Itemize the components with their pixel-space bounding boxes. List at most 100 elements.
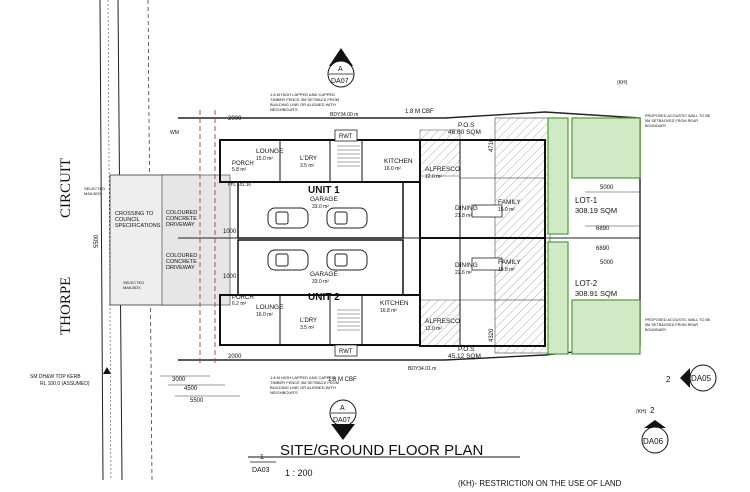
pos1-label: P.O.S bbox=[458, 122, 475, 129]
lot2-area: 308.91 SQM bbox=[575, 289, 617, 298]
landscaping bbox=[547, 117, 641, 355]
wm-label: WM bbox=[170, 130, 179, 136]
crossing-label: CROSSING TO COUNCIL SPECIFICATIONS bbox=[115, 211, 161, 229]
dim-5000-a: 5000 bbox=[600, 185, 614, 191]
lounge2-area: 16.0 m² bbox=[256, 312, 273, 318]
fence-note-top: 1.8 M HIGH LAPPED AND CAPPED TIMBER FENC… bbox=[270, 92, 340, 112]
dim-1000-b: 1000 bbox=[223, 274, 237, 280]
ffl1-label: FFL 101.16 bbox=[228, 182, 251, 187]
dining1-area: 21.8 m² bbox=[455, 213, 472, 219]
ldry2-label: L'DRY bbox=[300, 318, 317, 324]
drawing-scale: 1 : 200 bbox=[285, 468, 313, 478]
car-icons bbox=[267, 207, 368, 271]
family2-label: FAMILY bbox=[498, 259, 521, 266]
garage1-area: 33.0 m² bbox=[312, 204, 329, 210]
drawing-ref-sheet: DA03 bbox=[252, 467, 270, 474]
porch2-area: 6.2 m² bbox=[232, 301, 247, 307]
lot1-area: 308.19 SQM bbox=[575, 206, 617, 215]
drawing-title: SITE/GROUND FLOOR PLAN bbox=[280, 442, 483, 459]
dining-tables bbox=[471, 204, 503, 271]
dim-6890-a: 6890 bbox=[596, 226, 610, 232]
section-marker-da05: 2 DA05 bbox=[666, 364, 717, 392]
acoustic-note-bottom: PROPOSED ACOUSTIC WALL TO BE 5M SETBACKE… bbox=[645, 318, 711, 332]
pos1-area: 46.60 SQM bbox=[448, 129, 481, 136]
dim-5500-bottom: 5500 bbox=[190, 398, 204, 404]
family2-area: 15.8 m² bbox=[498, 267, 515, 273]
bdy-bottom-label: BDY34.01 m bbox=[408, 366, 436, 372]
pos2-label: P.O.S bbox=[458, 346, 475, 353]
dim-4320: 4320 bbox=[489, 328, 495, 342]
dim-4710: 4710 bbox=[489, 138, 495, 152]
porch2-label: PORCH bbox=[232, 295, 254, 301]
unit2-labels: PORCH 6.2 m² LOUNGE 16.0 m² L'DRY 3.5 m²… bbox=[232, 259, 521, 332]
unit2-name: UNIT 2 bbox=[308, 292, 340, 303]
rwt-boxes: RWT RWT bbox=[334, 129, 358, 357]
dim-1000-a: 1000 bbox=[223, 229, 237, 235]
dim-2000-top: 2000 bbox=[228, 116, 242, 122]
ldry1-label: L'DRY bbox=[300, 156, 317, 162]
section-marker-da06: 2 DA06 (KH) bbox=[636, 406, 669, 454]
kh-tag-bottom: (KH) bbox=[636, 409, 647, 415]
acoustic-note-top: PROPOSED ACOUSTIC WALL TO BE 5M SETBACKE… bbox=[645, 114, 711, 128]
lounge1-area: 15.0 m² bbox=[256, 156, 273, 162]
alfresco1-label: ALFRESCO bbox=[425, 166, 460, 173]
lounge1-label: LOUNGE bbox=[256, 148, 284, 155]
da06-num: 2 bbox=[650, 406, 655, 415]
alfresco2-area: 12.0 m² bbox=[425, 326, 442, 332]
garage2-area: 33.0 m² bbox=[312, 279, 329, 285]
kh-note: (KH)- RESTRICTION ON THE USE OF LAND bbox=[458, 479, 622, 488]
unit1-labels: PORCH 5.8 m² LOUNGE 15.0 m² L'DRY 3.5 m²… bbox=[228, 148, 521, 219]
garage1-label: GARAGE bbox=[310, 196, 338, 203]
kerb-note: SM DH&W TOP KERB RL 100.0 (ASSUMED) bbox=[30, 374, 90, 387]
da05-sheet: DA05 bbox=[691, 374, 712, 383]
cbf-bottom-label: 1.8 M CBF bbox=[328, 377, 357, 383]
kerb-marker-icon bbox=[103, 367, 111, 374]
dim-6890-b: 6890 bbox=[596, 246, 610, 252]
dimension-lines bbox=[160, 191, 640, 397]
lot2-label: LOT-2 bbox=[575, 279, 598, 288]
kitchen1-area: 16.0 m² bbox=[384, 166, 401, 172]
kh-tag-top: (KH) bbox=[617, 80, 628, 86]
section-a-bottom-sheet: DA07 bbox=[333, 417, 351, 424]
lot-boundary bbox=[178, 111, 641, 361]
dimensions: 5000 6890 5000 6890 2000 2000 1000 1000 … bbox=[94, 116, 614, 404]
section-marker-a-bottom: A DA07 bbox=[329, 399, 357, 440]
family1-area: 15.0 m² bbox=[498, 207, 515, 213]
section-a-top-letter: A bbox=[338, 66, 343, 73]
street-name-circuit: CIRCUIT bbox=[58, 158, 74, 218]
unit1-name: UNIT 1 bbox=[308, 185, 340, 196]
alfresco2-label: ALFRESCO bbox=[425, 318, 460, 325]
section-marker-a-top: A DA07 bbox=[327, 48, 355, 88]
rwt-label-bottom: RWT bbox=[339, 349, 353, 355]
porch1-area: 5.8 m² bbox=[232, 167, 247, 173]
dim-3000: 3000 bbox=[172, 377, 186, 383]
porch1-label: PORCH bbox=[232, 161, 254, 167]
street-name-thorpe: THORPE bbox=[58, 277, 74, 335]
ldry2-area: 3.5 m² bbox=[300, 325, 315, 331]
da06-sheet: DA06 bbox=[643, 437, 664, 446]
dim-2000-bottom: 2000 bbox=[228, 354, 242, 360]
kitchen2-label: KITCHEN bbox=[380, 300, 409, 307]
lot1-label: LOT-1 bbox=[575, 196, 598, 205]
garage2-label: GARAGE bbox=[310, 271, 338, 278]
dining1-label: DINING bbox=[455, 205, 478, 212]
title-block: SITE/GROUND FLOOR PLAN 1 : 200 1 DA03 (K… bbox=[248, 442, 622, 488]
dim-4500: 4500 bbox=[184, 386, 198, 392]
stairs bbox=[337, 145, 360, 331]
cbf-top-label: 1.8 M CBF bbox=[405, 109, 434, 115]
alfresco1-area: 12.0 m² bbox=[425, 174, 442, 180]
dim-5500-left: 5500 bbox=[94, 234, 100, 248]
dim-5000-b: 5000 bbox=[600, 260, 614, 266]
unit1-building bbox=[219, 139, 546, 239]
fence-note-bottom: 1.8 M HIGH LAPPED AND CAPPED TIMBER FENC… bbox=[270, 375, 340, 395]
setback-lines bbox=[199, 110, 216, 365]
family1-label: FAMILY bbox=[498, 199, 521, 206]
pos2-area: 45.12 SQM bbox=[448, 353, 481, 360]
lounge2-label: LOUNGE bbox=[256, 304, 284, 311]
